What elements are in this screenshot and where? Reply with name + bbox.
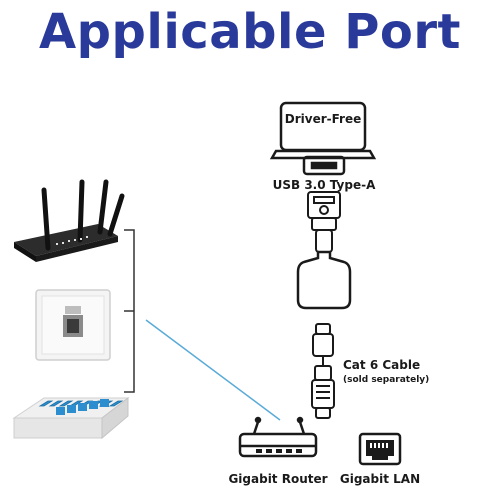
driver-free-label: Driver-Free: [284, 112, 362, 126]
laptop-icon: [269, 101, 377, 160]
lan-port-icon: [358, 432, 402, 466]
connection-line: [145, 319, 281, 421]
network-switch-image: [12, 396, 130, 440]
wifi-router-image: [14, 179, 125, 262]
adapter-icon: [296, 250, 352, 310]
cable-label: Cat 6 Cable: [343, 358, 421, 372]
usb-port-icon: [302, 155, 346, 176]
device-bracket: [124, 229, 135, 393]
wall-jack-image: [35, 289, 111, 361]
router-label: Gigabit Router: [228, 472, 328, 486]
page-title: Applicable Port: [39, 4, 461, 60]
usb-label: USB 3.0 Type-A: [272, 178, 376, 192]
usb-plug-icon: [307, 191, 341, 253]
lan-label: Gigabit LAN: [339, 472, 421, 486]
router-outline-icon: [238, 416, 318, 458]
cable-note-label: (sold separately): [343, 375, 430, 385]
rj45-connector-icon: [311, 323, 335, 419]
